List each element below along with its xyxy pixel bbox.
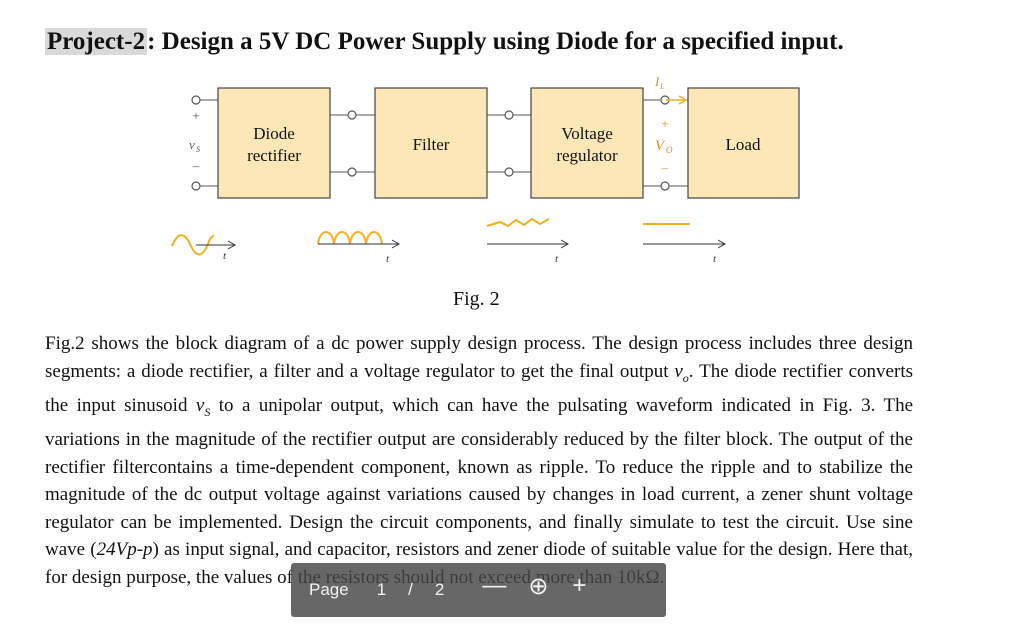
block-label: Load [726,135,761,154]
body-emph: 24Vp-p [96,539,153,561]
block-label: Diode [253,124,295,143]
block-filter [374,87,488,199]
output-sub: O [666,145,673,155]
body-text-1-end: . [688,360,694,382]
output-plus: + [661,116,668,131]
block-voltage-regulator [530,87,644,199]
time-label: t [555,253,559,265]
project-tag: Project-2 [45,28,148,55]
block-label: Filter [413,135,450,154]
body-text-1: Fig.2 shows the block diagram of a dc po… [45,333,913,382]
output-label: V [655,138,666,154]
waveform-dc [643,223,727,249]
body-var-vs: v [195,394,205,416]
page-title: Project-2: Design a 5V DC Power Supply u… [45,28,844,56]
total-pages: 2 [434,580,445,599]
waveform-rectified [317,231,401,249]
body-text-2: The diode rectifier converts the input s… [45,360,913,416]
input-sub: S [196,145,200,154]
body-sub-s: S [204,404,211,419]
body-paragraph: Fig.2 shows the block diagram of a dc po… [45,330,913,591]
page-separator: / [408,580,413,599]
title-text: : Design a 5V DC Power Supply using Diod… [147,28,844,55]
waveform-ripple [486,217,570,249]
block-label: regulator [556,146,618,165]
block-label: Voltage [561,124,613,143]
zoom-out-button[interactable]: — [482,572,507,599]
output-minus: – [661,160,669,175]
figure-caption: Fig. 2 [453,288,500,310]
page-label: Page [309,580,349,599]
block-diode-rectifier [217,87,331,199]
terminal-circles [191,95,670,191]
current-sub: L [659,82,665,91]
waveform-sine [171,234,237,256]
time-label: t [223,250,227,262]
block-label: rectifier [247,146,301,165]
current-arrow [666,95,688,105]
page-navigator: Page 1 / 2 — ⊕ + [291,563,666,617]
time-label: t [713,253,717,265]
time-label: t [386,253,390,265]
block-diagram: Diode rectifier Filter Voltage regulator… [171,74,800,265]
input-minus: – [192,158,200,173]
zoom-icon[interactable]: ⊕ [528,573,549,600]
input-label: v [189,137,195,152]
body-var-vo: v [674,360,683,382]
body-sub-o: o [682,370,689,385]
zoom-in-button[interactable]: + [572,572,587,599]
current-label: I [654,74,660,89]
input-plus: + [192,108,199,123]
current-page[interactable]: 1 [376,580,387,599]
block-load [687,87,800,199]
body-text-3: to a unipolar output, which can have the… [45,394,913,561]
